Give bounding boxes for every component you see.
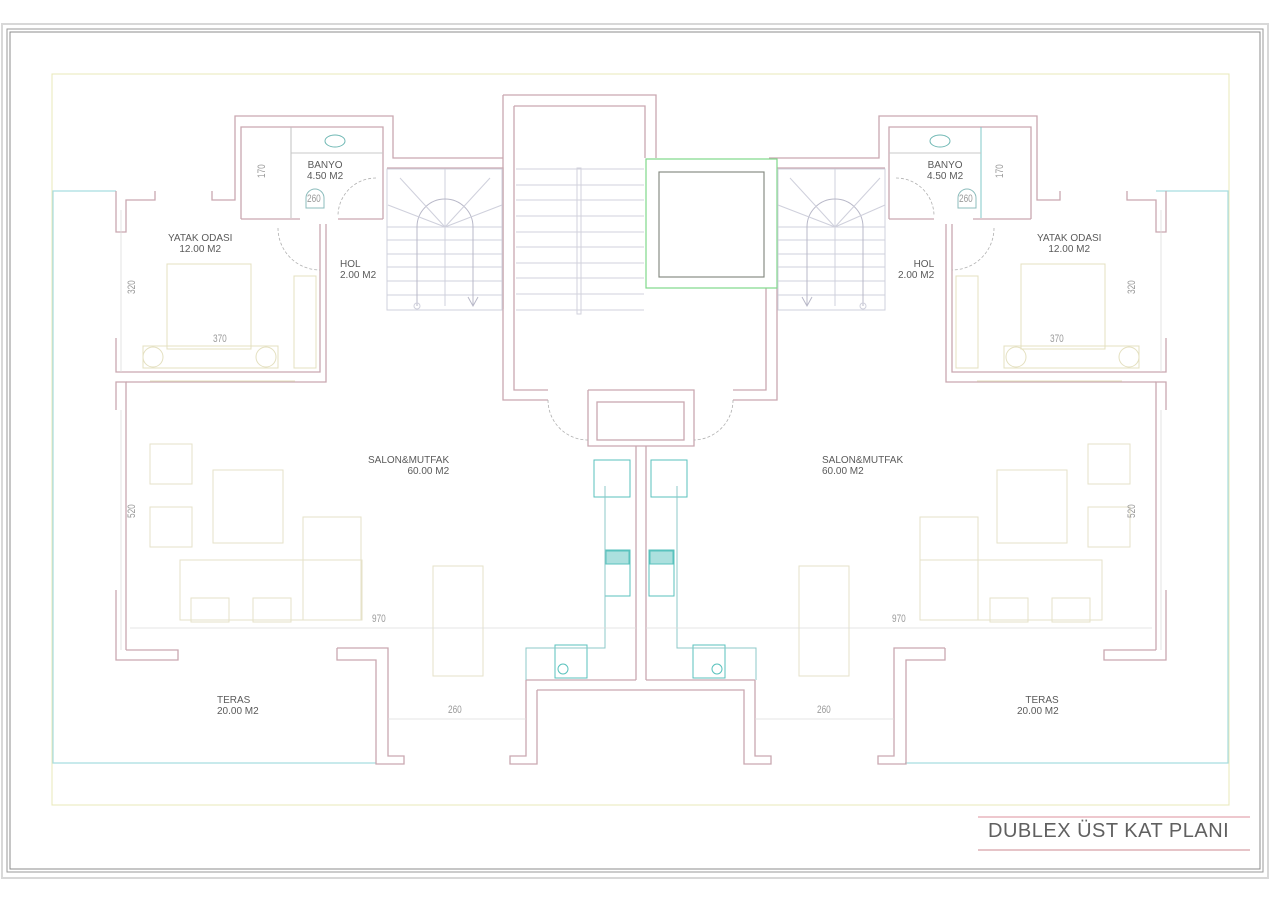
dim-left-bath-height: 170 [256,164,268,178]
room-area: 12.00 M2 [1048,244,1091,255]
room-label-right-terrace: TERAS 20.00 M2 [1017,695,1059,717]
room-name: SALON&MUTFAK [368,455,450,466]
room-area: 60.00 M2 [407,466,450,477]
room-label-right-hall: HOL 2.00 M2 [898,259,934,281]
dim-right-living-width: 970 [892,613,906,625]
dim-left-wc: 260 [307,193,321,205]
room-label-right-living: SALON&MUTFAK 60.00 M2 [822,455,903,477]
room-label-right-bedroom: YATAK ODASI 12.00 M2 [1037,233,1101,255]
room-name: YATAK ODASI [168,233,233,244]
terrace-outline [52,190,1229,764]
sheet-frame [1,23,1269,879]
elevator-cab [658,171,765,278]
room-label-left-terrace: TERAS 20.00 M2 [217,695,259,717]
bedroom-furniture [142,263,1140,382]
room-area: 2.00 M2 [898,270,935,281]
dimension-lines [120,210,1162,720]
room-area: 4.50 M2 [307,171,344,182]
room-label-left-living: SALON&MUTFAK 60.00 M2 [368,455,449,477]
room-area: 60.00 M2 [822,466,864,477]
dim-right-wc: 260 [959,193,973,205]
dim-right-bed-width: 370 [1050,333,1064,345]
room-area: 20.00 M2 [217,706,259,717]
room-name: BANYO [307,160,343,171]
room-label-left-hall: HOL 2.00 M2 [340,259,376,281]
room-name: TERAS [1025,695,1059,706]
living-furniture [149,443,1131,677]
dim-right-bed-height: 320 [1126,280,1138,294]
room-name: BANYO [927,160,963,171]
room-label-left-bathroom: BANYO 4.50 M2 [307,160,343,182]
dim-right-terrace-width: 260 [817,704,831,716]
site-boundary [51,73,1230,806]
elevator-shaft [645,158,778,289]
right-duplex-stair [777,168,886,311]
central-stair [516,167,644,315]
room-name: HOL [913,259,935,270]
drawing-title: DUBLEX ÜST KAT PLANI [988,820,1230,842]
room-label-left-bedroom: YATAK ODASI 12.00 M2 [168,233,232,255]
dim-left-living-height: 520 [126,504,138,518]
dim-left-bed-height: 320 [126,280,138,294]
dim-left-bed-width: 370 [213,333,227,345]
room-name: SALON&MUTFAK [822,455,904,466]
room-label-right-bathroom: BANYO 4.50 M2 [927,160,963,182]
kitchen-units [525,459,757,680]
walls [115,94,1167,765]
room-area: 2.00 M2 [340,270,377,281]
title-rules [978,816,1250,851]
bathroom-fixtures [290,127,982,218]
dim-right-living-height: 520 [1126,504,1138,518]
room-area: 20.00 M2 [1017,706,1059,717]
room-name: YATAK ODASI [1037,233,1102,244]
left-duplex-stair [386,168,503,311]
dim-right-bath-height: 170 [994,164,1006,178]
dim-left-living-width: 970 [372,613,386,625]
room-name: TERAS [217,695,251,706]
room-name: HOL [340,259,361,270]
room-area: 12.00 M2 [179,244,222,255]
room-area: 4.50 M2 [927,171,964,182]
doors [277,177,995,441]
dim-left-terrace-width: 260 [448,704,462,716]
